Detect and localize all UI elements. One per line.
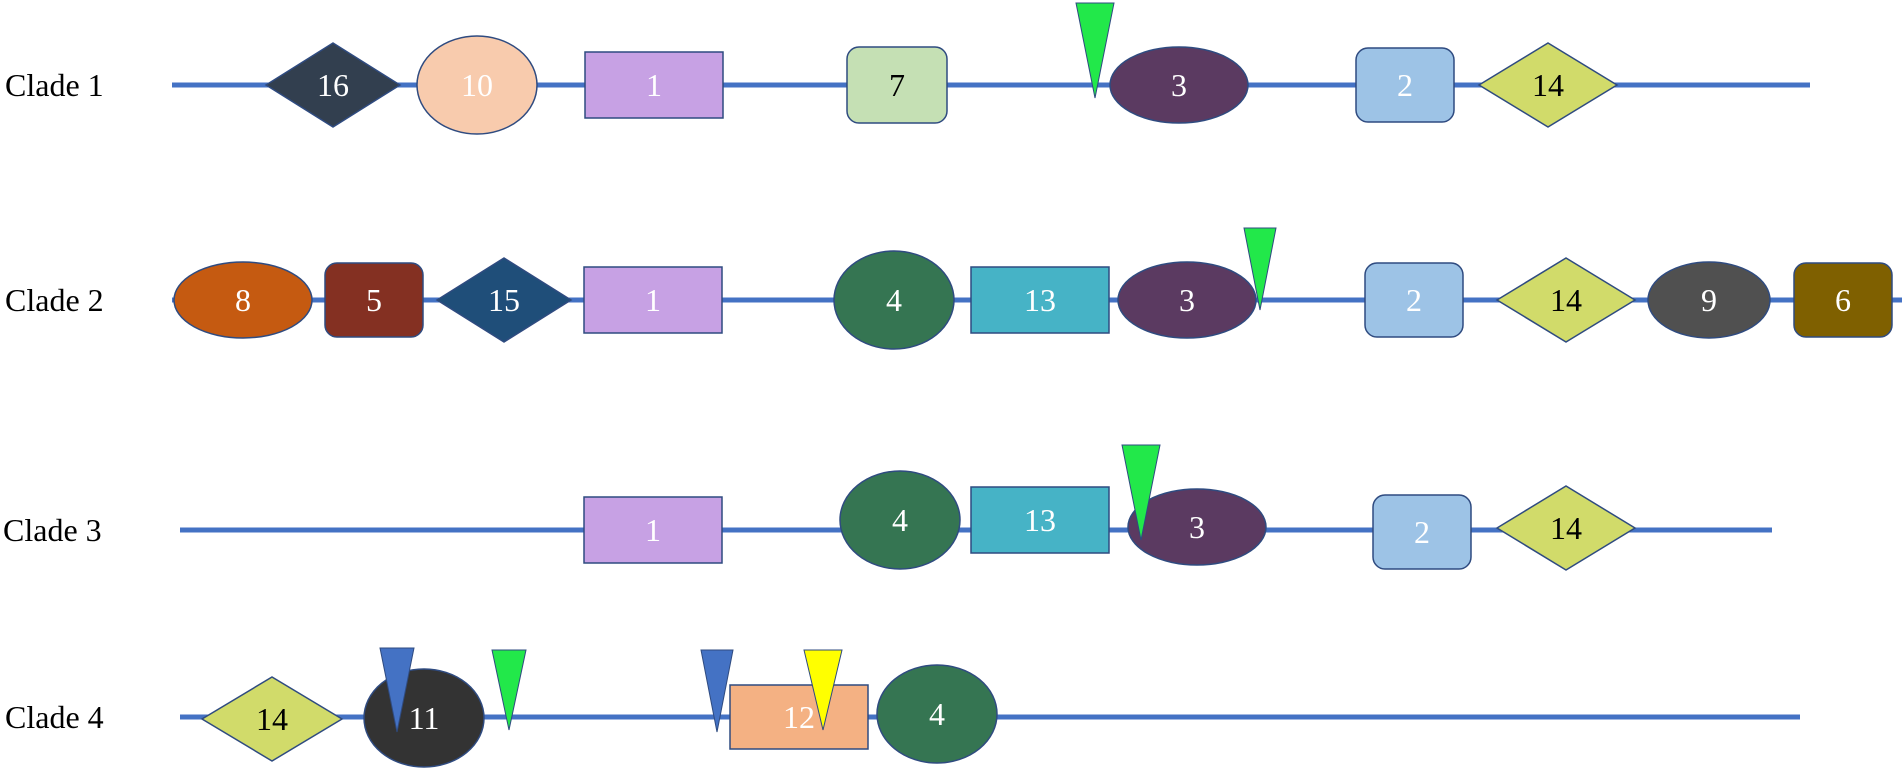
gene-label: 8 xyxy=(235,282,251,318)
gene-label: 4 xyxy=(886,282,902,318)
gene-label: 14 xyxy=(1532,67,1564,103)
rounded-rectangle-shape xyxy=(846,46,948,124)
gene-label: 14 xyxy=(256,701,288,737)
clade-label: Clade 1 xyxy=(5,67,104,103)
clade-label: Clade 3 xyxy=(3,512,102,548)
clade-row-4: Clade 4 14 11 12 4 xyxy=(5,647,1800,768)
gene-label: 2 xyxy=(1406,282,1422,318)
gene-3-ellipse: 3 xyxy=(1117,261,1257,339)
rounded-rectangle-shape xyxy=(1372,494,1472,570)
rectangle-shape xyxy=(970,486,1110,554)
gene-label: 13 xyxy=(1024,282,1056,318)
gene-12-rectangle: 12 xyxy=(729,684,869,750)
gene-1-rectangle: 1 xyxy=(583,266,723,334)
gene-15-diamond: 15 xyxy=(435,257,573,343)
ellipse-shape xyxy=(1127,488,1267,566)
gene-label: 7 xyxy=(889,67,905,103)
gene-label: 16 xyxy=(317,67,349,103)
diamond-shape xyxy=(1495,257,1637,343)
gene-label: 14 xyxy=(1550,282,1582,318)
ellipse-shape xyxy=(1109,46,1249,124)
gene-14-diamond: 14 xyxy=(1495,485,1637,571)
gene-2-rounded-rectangle: 2 xyxy=(1355,47,1455,123)
gene-label: 5 xyxy=(366,282,382,318)
yellow-triangle-marker xyxy=(803,649,843,731)
gene-10-ellipse: 10 xyxy=(416,35,538,135)
gene-label: 1 xyxy=(645,282,661,318)
ellipse-shape xyxy=(833,250,955,350)
gene-16-diamond: 16 xyxy=(264,42,402,128)
clade-label: Clade 4 xyxy=(5,699,104,735)
gene-label: 11 xyxy=(409,700,440,736)
gene-11-ellipse: 11 xyxy=(363,668,485,768)
rounded-rectangle-shape xyxy=(1355,47,1455,123)
gene-label: 1 xyxy=(646,67,662,103)
diamond-shape xyxy=(264,42,402,128)
ellipse-shape xyxy=(1117,261,1257,339)
gene-4-ellipse: 4 xyxy=(839,470,961,570)
diamond-shape xyxy=(435,257,573,343)
blue-triangle-marker xyxy=(379,647,415,733)
green-triangle-marker xyxy=(1243,227,1277,311)
gene-label: 10 xyxy=(461,67,493,103)
ellipse-shape xyxy=(839,470,961,570)
clade-label: Clade 2 xyxy=(5,282,104,318)
gene-13-rectangle: 13 xyxy=(970,266,1110,334)
gene-7-rounded-rectangle: 7 xyxy=(846,46,948,124)
gene-label: 15 xyxy=(488,282,520,318)
gene-2-rounded-rectangle: 2 xyxy=(1364,262,1464,338)
gene-3-ellipse: 3 xyxy=(1109,46,1249,124)
gene-label: 12 xyxy=(783,699,815,735)
gene-label: 13 xyxy=(1024,502,1056,538)
gene-label: 4 xyxy=(929,696,945,732)
gene-1-rectangle: 1 xyxy=(584,51,724,119)
gene-13-rectangle: 13 xyxy=(970,486,1110,554)
ellipse-shape xyxy=(1647,261,1771,339)
gene-2-rounded-rectangle: 2 xyxy=(1372,494,1472,570)
ellipse-shape xyxy=(416,35,538,135)
gene-label: 2 xyxy=(1397,67,1413,103)
gene-5-rounded-rectangle: 5 xyxy=(324,262,424,338)
gene-label: 3 xyxy=(1171,67,1187,103)
gene-6-rounded-rectangle: 6 xyxy=(1793,262,1893,338)
clade-row-1: Clade 1 16 10 1 7 3 2 14 xyxy=(5,2,1810,135)
diamond-shape xyxy=(1477,42,1619,128)
rounded-rectangle-shape xyxy=(1793,262,1893,338)
blue-triangle-marker xyxy=(700,649,734,733)
diamond-shape xyxy=(1495,485,1637,571)
gene-label: 3 xyxy=(1179,282,1195,318)
ellipse-shape xyxy=(173,261,313,339)
green-triangle-marker xyxy=(1075,2,1115,99)
rectangle-shape xyxy=(583,496,723,564)
gene-3-ellipse: 3 xyxy=(1127,488,1267,566)
gene-label: 14 xyxy=(1550,510,1582,546)
gene-8-ellipse: 8 xyxy=(173,261,313,339)
gene-label: 9 xyxy=(1701,282,1717,318)
gene-9-ellipse: 9 xyxy=(1647,261,1771,339)
gene-4-ellipse: 4 xyxy=(876,664,998,764)
rectangle-shape xyxy=(729,684,869,750)
gene-14-diamond: 14 xyxy=(1495,257,1637,343)
rounded-rectangle-shape xyxy=(324,262,424,338)
rounded-rectangle-shape xyxy=(1364,262,1464,338)
gene-label: 3 xyxy=(1189,509,1205,545)
gene-label: 1 xyxy=(645,512,661,548)
diamond-shape xyxy=(200,676,344,762)
gene-14-diamond: 14 xyxy=(1477,42,1619,128)
gene-14-diamond: 14 xyxy=(200,676,344,762)
gene-label: 2 xyxy=(1414,514,1430,550)
ellipse-shape xyxy=(876,664,998,764)
green-triangle-marker xyxy=(491,649,527,731)
rectangle-shape xyxy=(584,51,724,119)
rectangle-shape xyxy=(583,266,723,334)
gene-label: 6 xyxy=(1835,282,1851,318)
gene-label: 4 xyxy=(892,502,908,538)
gene-4-ellipse: 4 xyxy=(833,250,955,350)
rectangle-shape xyxy=(970,266,1110,334)
green-triangle-marker xyxy=(1121,444,1161,541)
gene-1-rectangle: 1 xyxy=(583,496,723,564)
